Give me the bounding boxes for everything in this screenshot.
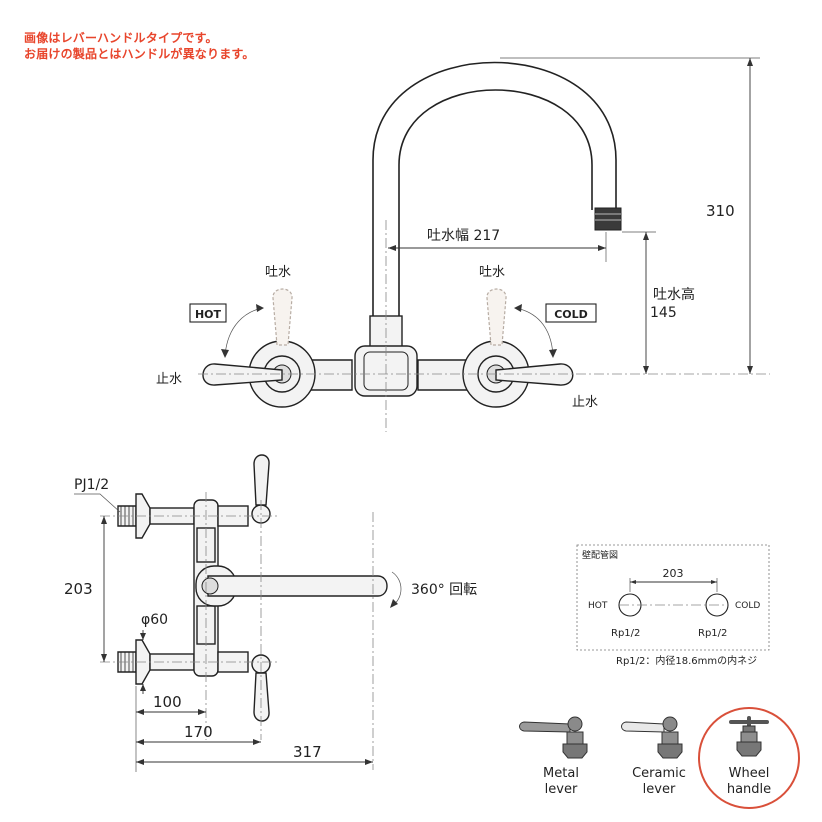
height-310-label: 310 xyxy=(706,202,735,220)
stop-label-right: 止水 xyxy=(572,395,598,410)
wall-spacing-label: 203 xyxy=(663,567,684,580)
rotation-label: 360° 回転 xyxy=(411,582,477,598)
cold-label: COLD xyxy=(554,308,588,321)
left-rotation-arrow xyxy=(224,307,263,356)
flow-label-left: 吐水 xyxy=(265,265,291,280)
front-view: HOT COLD 吐水 吐水 止水 止水 吐水幅 217 310 吐水高 xyxy=(156,57,770,432)
left-lever-open-ghost xyxy=(272,288,293,346)
wheel-handle-label-1: Wheel xyxy=(729,766,770,781)
wall-left-thread: Rp1/2 xyxy=(611,628,640,639)
wall-cold-label: COLD xyxy=(735,601,760,611)
right-lever-open-ghost xyxy=(486,288,507,346)
cold-label-box xyxy=(545,303,597,323)
spout-height-label: 吐水高 xyxy=(653,286,695,303)
spout-aerator xyxy=(594,207,622,231)
spout-inner xyxy=(398,89,593,318)
vertical-spacing-label: 203 xyxy=(64,580,93,598)
spout-height-value: 145 xyxy=(650,305,677,321)
wheel-handle-thumb xyxy=(729,716,769,757)
wheel-handle-label-2: handle xyxy=(727,782,771,797)
selected-option-circle xyxy=(698,707,800,809)
wall-piping-frame xyxy=(576,544,770,651)
dim-100-label: 100 xyxy=(153,693,182,711)
dim-317-label: 317 xyxy=(293,743,322,761)
handle-options: Metal lever Ceramic lever Wheel handle xyxy=(519,707,800,809)
spout-width-label: 吐水幅 217 xyxy=(427,228,500,244)
spout-outer xyxy=(372,61,617,318)
metal-lever-label-2: lever xyxy=(545,782,578,797)
wall-hot-label: HOT xyxy=(588,601,608,611)
wall-piping-title: 壁配管図 xyxy=(582,549,618,561)
right-lever xyxy=(495,363,574,386)
lower-handle xyxy=(253,672,270,722)
dim-170-label: 170 xyxy=(184,723,213,741)
hot-label-box xyxy=(189,303,227,323)
side-view: 360° 回転 PJ1/2 203 φ60 xyxy=(64,454,477,772)
ceramic-lever-label-2: lever xyxy=(643,782,676,797)
wall-right-thread: Rp1/2 xyxy=(698,628,727,639)
hot-label: HOT xyxy=(195,308,222,321)
ceramic-lever-label-1: Ceramic xyxy=(632,766,686,781)
wall-piping-footnote: Rp1/2：内径18.6mmの内ネジ xyxy=(616,654,757,667)
left-lever xyxy=(202,363,283,386)
ceramic-lever-thumb xyxy=(621,716,683,759)
notice-line-2: お届けの製品とはハンドルが異なります。 xyxy=(24,47,255,61)
wall-piping-diagram: 壁配管図 203 HOT COLD Rp1/2 Rp1/2 Rp1/2：内径18… xyxy=(576,544,770,667)
diameter-label: φ60 xyxy=(141,612,168,628)
stop-label-left: 止水 xyxy=(156,372,182,387)
pipe-thread-label: PJ1/2 xyxy=(74,477,109,493)
metal-lever-label-1: Metal xyxy=(543,766,579,781)
upper-handle xyxy=(253,454,270,506)
metal-lever-thumb xyxy=(519,716,588,759)
notice-line-1: 画像はレバーハンドルタイプです。 xyxy=(24,31,218,45)
swivel-spout xyxy=(207,575,388,597)
flow-label-right: 吐水 xyxy=(479,265,505,280)
